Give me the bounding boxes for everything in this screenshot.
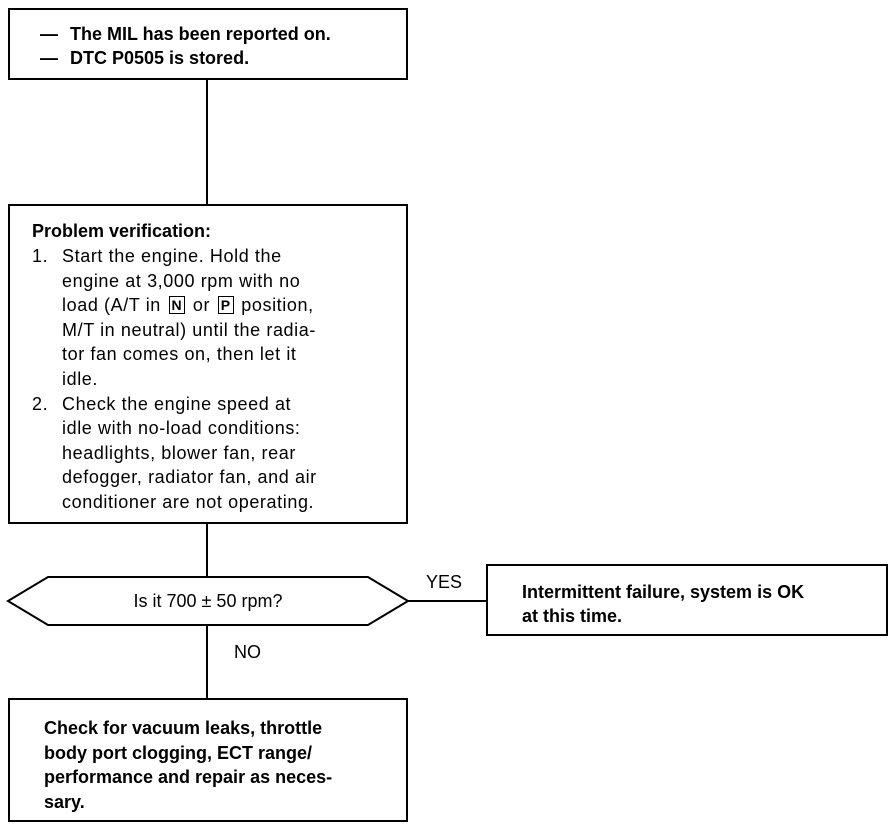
result-line: at this time. (522, 606, 623, 626)
result-line: body port clogging, ECT range/ (44, 742, 312, 763)
start-condition-box: — The MIL has been reported on. — DTC P050… (8, 8, 408, 80)
step-text-fragment: position, (241, 295, 314, 316)
connector-line (206, 80, 208, 204)
step-line: load (A/T in N or P position, (62, 293, 384, 318)
problem-verification-box: Problem verification: 1. Start the engin… (8, 204, 408, 524)
yes-label: YES (426, 572, 463, 592)
step-line: idle. (62, 368, 99, 389)
result-line: sary. (44, 791, 85, 812)
result-line: Check for vacuum leaks, throttle (44, 718, 323, 738)
yes-connector-line (408, 600, 486, 602)
decision-question: Is it 700 ± 50 rpm? (133, 591, 283, 611)
start-condition-text: The MIL has been reported on. (70, 24, 331, 44)
step-line: defogger, radiator fan, and air (62, 467, 317, 488)
yes-result-box: Intermittent failure, system is OK at th… (486, 564, 888, 636)
dash-bullet: — (40, 24, 58, 44)
step-number: 2. (32, 393, 49, 414)
step-line: tor fan comes on, then let it (62, 344, 297, 365)
step-line: idle with no-load conditions: (62, 418, 301, 439)
result-line: performance and repair as neces- (44, 767, 333, 787)
step-text: Start the engine. Hold the engine at 3,0… (62, 244, 384, 392)
step-text-fragment: or (192, 295, 211, 316)
start-condition-line: — The MIL has been reported on. (40, 22, 406, 46)
step-line: conditioner are not operating. (62, 491, 315, 512)
result-line: Intermittent failure, system is OK (522, 582, 805, 602)
gear-n-indicator: N (168, 296, 186, 315)
step-line: headlights, blower fan, rear (62, 442, 296, 463)
no-label: NO (234, 642, 261, 662)
step-text: Check the engine speed at idle with no-l… (62, 392, 384, 515)
step-text-fragment: load (A/T in (62, 295, 161, 316)
step-line: Start the engine. Hold the (62, 246, 282, 266)
verification-step-1: 1. Start the engine. Hold the engine at … (32, 244, 384, 392)
step-line: engine at 3,000 rpm with no (62, 270, 301, 291)
start-condition-text: DTC P0505 is stored. (70, 48, 250, 68)
no-result-box: Check for vacuum leaks, throttle body po… (8, 698, 408, 822)
dash-bullet: — (40, 48, 58, 68)
step-line: Check the engine speed at (62, 393, 292, 414)
verification-title: Problem verification: (32, 221, 212, 241)
no-connector-line (206, 626, 208, 698)
connector-line (206, 524, 208, 576)
step-number: 1. (32, 246, 49, 266)
verification-step-2: 2. Check the engine speed at idle with n… (32, 392, 384, 515)
start-condition-line: — DTC P0505 is stored. (40, 46, 406, 70)
step-line: M/T in neutral) until the radia- (62, 319, 316, 340)
gear-p-indicator: P (217, 296, 234, 315)
